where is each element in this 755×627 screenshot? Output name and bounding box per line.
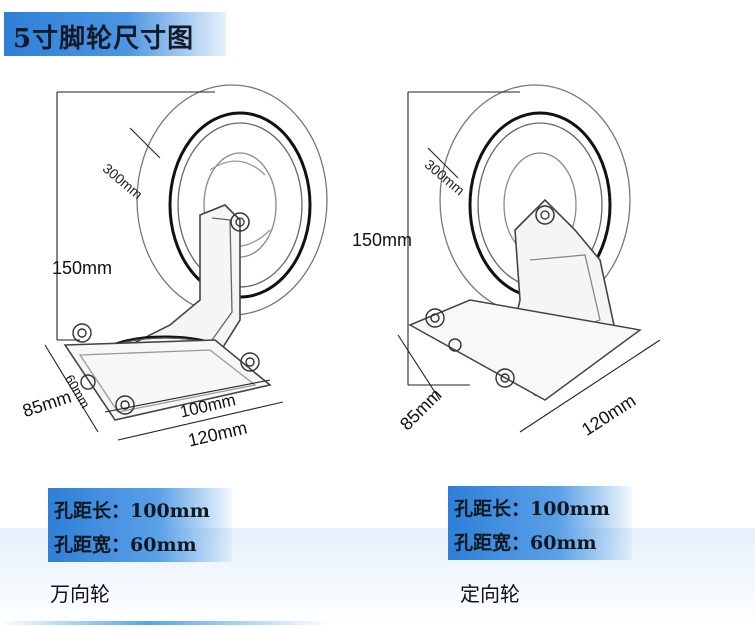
swivel-dim-height-label: 150mm [52, 258, 113, 278]
swivel-caption: 万向轮 [50, 582, 110, 606]
fixed-dim-height-label: 150mm [352, 230, 413, 250]
swivel-spec-length: 孔距长：100mm [54, 500, 210, 522]
fixed-caster-drawing [408, 84, 642, 401]
fixed-spec-box: 孔距长：100mm 孔距宽：60mm [448, 486, 632, 560]
fixed-dimension-lines [397, 91, 661, 433]
page-title: 5寸脚轮尺寸图 [13, 24, 195, 54]
swivel-dimension-lines [44, 91, 284, 441]
swivel-spec-box: 孔距长：100mm 孔距宽：60mm [48, 488, 232, 562]
fixed-caption: 定向轮 [460, 582, 520, 606]
fixed-spec-length: 孔距长：100mm [454, 498, 610, 520]
swivel-caster-drawing [63, 84, 328, 421]
swivel-spec-width: 孔距宽：60mm [54, 534, 197, 556]
fixed-spec-width: 孔距宽：60mm [454, 532, 597, 554]
decorative-blue-line [0, 621, 330, 625]
title-banner: 5寸脚轮尺寸图 [4, 12, 226, 56]
